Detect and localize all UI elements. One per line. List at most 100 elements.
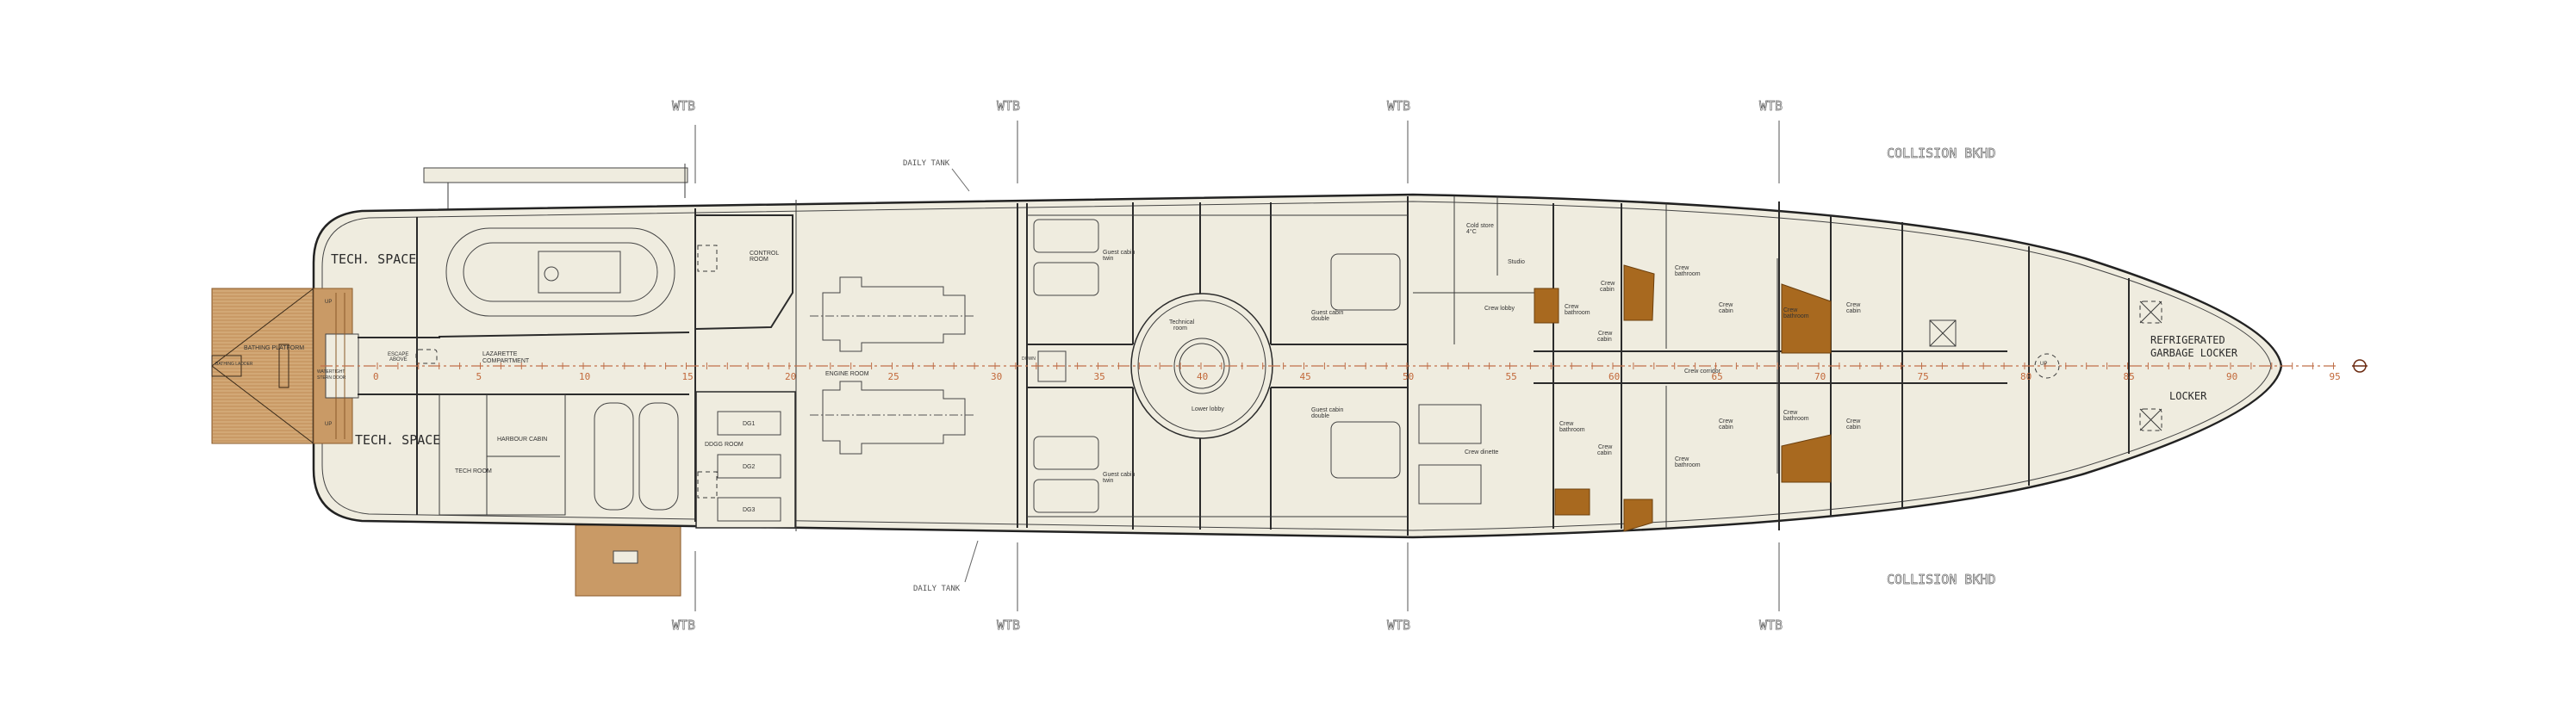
guest-cabin-label: Guest cabin — [1103, 472, 1135, 478]
control-room-label: CONTROL — [750, 251, 779, 257]
engine-room-label: ENGINE ROOM — [825, 371, 869, 377]
jetski — [594, 402, 634, 511]
garbage-locker-label: GARBAGE LOCKER — [2150, 347, 2238, 359]
svg-text:Crew: Crew — [1675, 265, 1689, 271]
bathing-platform: BATHING PLATFORM BATHING LADDER — [211, 288, 314, 444]
svg-text:cabin: cabin — [1719, 308, 1733, 314]
room-labels: TECH. SPACE TECH. SPACE ESCAPE ABOVE UP … — [325, 223, 1721, 513]
bathing-platform-label: BATHING PLATFORM — [244, 345, 304, 351]
escape-above-label: ESCAPE — [388, 352, 408, 357]
wtb-label: WTB — [1387, 617, 1410, 633]
svg-text:bathroom: bathroom — [1783, 313, 1809, 319]
crew-corridor-label: Crew corridor — [1684, 369, 1721, 375]
frame-number: 20 — [785, 371, 796, 382]
main-engine-starboard — [810, 381, 974, 455]
daily-tank-label: DAILY TANK — [913, 585, 961, 593]
svg-text:cabin: cabin — [1597, 337, 1612, 343]
daily-tank-leader — [951, 168, 970, 192]
frame-number: 75 — [1918, 371, 1929, 382]
up-label: UP — [325, 422, 332, 427]
cold-store-temp: 4°C — [1466, 228, 1477, 235]
svg-text:Crew: Crew — [1598, 444, 1613, 450]
frame-number: 70 — [1814, 371, 1826, 382]
side-platform-step — [613, 550, 638, 564]
technical-room-label: Technical — [1169, 319, 1195, 325]
tender-boat — [445, 227, 675, 317]
hull-inner-line — [321, 201, 2272, 531]
svg-text:bathroom: bathroom — [1675, 462, 1701, 468]
svg-text:cabin: cabin — [1846, 424, 1861, 431]
collision-bulkhead-label: COLLISION BKHD — [1887, 572, 1995, 587]
collision-bulkhead-label: COLLISION BKHD — [1887, 146, 1995, 161]
svg-text:cabin: cabin — [1846, 308, 1861, 314]
tech-room-label: TECH ROOM — [455, 468, 492, 474]
wtb-markers-bottom: WTB WTB WTB WTB DAILY TANK COLLISION BKH… — [672, 540, 1996, 633]
svg-text:Crew: Crew — [1846, 302, 1861, 308]
cold-store-label: Cold store — [1466, 223, 1494, 229]
svg-text:Crew: Crew — [1598, 331, 1613, 337]
frame-number: 0 — [373, 371, 379, 382]
wtb-label: WTB — [672, 617, 695, 633]
frame-number: 90 — [2226, 371, 2237, 382]
svg-text:bathroom: bathroom — [1565, 310, 1590, 316]
frame-number: 10 — [579, 371, 590, 382]
up-label: UP — [2040, 362, 2047, 367]
up-label: UP — [325, 300, 332, 305]
guest-cabin-type: twin — [1103, 256, 1114, 262]
frame-number: 25 — [888, 371, 899, 382]
guest-beds — [1033, 219, 1482, 513]
svg-text:bathroom: bathroom — [1559, 427, 1585, 433]
crew-lobby-label: Crew lobby — [1484, 306, 1515, 312]
frame-number: 5 — [476, 371, 482, 382]
guest-cabin-label: Guest cabin — [1311, 310, 1343, 316]
svg-text:Crew: Crew — [1675, 456, 1689, 462]
daily-tank-label: DAILY TANK — [903, 159, 950, 168]
frame-number: 60 — [1608, 371, 1620, 382]
lower-lobby-label: Lower lobby — [1192, 406, 1224, 412]
svg-text:bathroom: bathroom — [1675, 271, 1701, 277]
guest-cabin-type: double — [1311, 413, 1329, 419]
wood-floor-areas — [1534, 264, 1832, 532]
guest-cabin-type: double — [1311, 316, 1329, 322]
tech-space-label: TECH. SPACE — [331, 251, 416, 267]
anchor-icon — [2352, 359, 2368, 373]
harbour-cabin-label: HARBOUR CABIN — [497, 437, 547, 443]
davit-platform — [423, 167, 688, 183]
frame-number: 50 — [1403, 371, 1414, 382]
dg1-label: DG1 — [743, 421, 756, 427]
wtb-label: WTB — [1759, 617, 1783, 633]
dg3-label: DG3 — [743, 507, 756, 513]
frame-number: 55 — [1506, 371, 1517, 382]
wtb-label: WTB — [997, 98, 1020, 114]
frame-number: 15 — [682, 371, 694, 382]
svg-text:Crew: Crew — [1601, 281, 1615, 287]
frame-number: 80 — [2020, 371, 2032, 382]
wtb-label: WTB — [1759, 98, 1783, 114]
escape-above-label: ABOVE — [389, 357, 408, 362]
generator-dg2 — [717, 454, 781, 479]
frame-number: 30 — [991, 371, 1002, 382]
crew-dinette-label: Crew dinette — [1465, 449, 1498, 455]
svg-text:Crew: Crew — [1719, 302, 1733, 308]
svg-text:cabin: cabin — [1719, 424, 1733, 431]
svg-text:Crew: Crew — [1559, 421, 1574, 427]
stern-door-label: WATERTIGHT — [317, 369, 345, 375]
lazarette-label: LAZARETTE — [482, 351, 518, 357]
frame-number: 65 — [1712, 371, 1723, 382]
svg-text:Crew: Crew — [1719, 418, 1733, 424]
bathing-ladder-label: BATHING LADDER — [215, 362, 253, 367]
